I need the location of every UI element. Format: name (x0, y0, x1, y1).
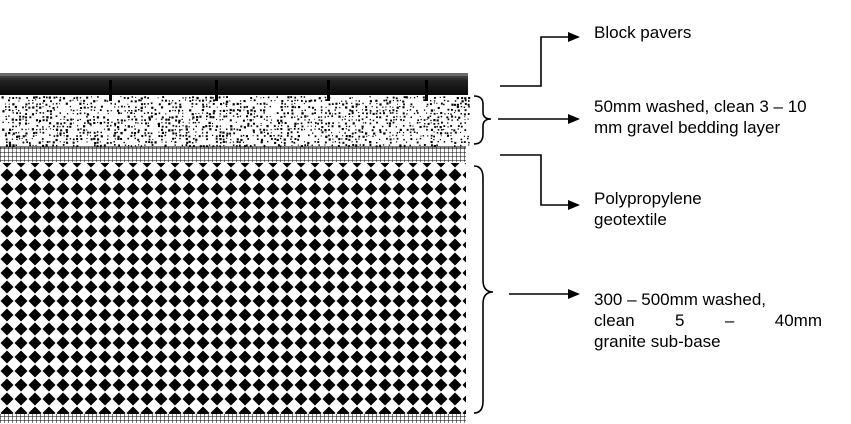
label-geotextile-line1: Polypropylene (594, 189, 702, 208)
label-geotextile: Polypropylene geotextile (594, 188, 702, 230)
label-block-pavers: Block pavers (594, 22, 691, 43)
label-geotextile-line2: geotextile (594, 210, 667, 229)
subbase-leader-arrow (509, 289, 580, 299)
bedding-brace (473, 95, 492, 145)
bottom-geotextile-band (0, 414, 466, 423)
block-pavers-layer (0, 73, 468, 101)
label-subbase-line2: clean 5 – 40mm (594, 310, 822, 331)
label-subbase-line3: granite sub-base (594, 332, 721, 351)
bedding-leader-arrow (498, 114, 580, 124)
label-bedding-line1: 50mm washed, clean 3 – 10 (594, 97, 807, 116)
paver-joint (215, 80, 218, 101)
label-subbase-line1: 300 – 500mm washed, (594, 290, 766, 309)
label-gravel-bedding: 50mm washed, clean 3 – 10 mm gravel bedd… (594, 96, 807, 138)
geotextile-leader-arrow (500, 154, 580, 210)
paver-joint (327, 80, 330, 101)
label-subbase-word: 5 (675, 311, 685, 330)
paver-joint (109, 80, 112, 101)
pavers-leader-arrow (500, 32, 580, 87)
label-subbase-word: – (724, 311, 735, 330)
geotextile-layer (0, 147, 466, 162)
label-subbase-word: clean (594, 311, 635, 330)
granite-subbase-layer (0, 163, 466, 414)
label-bedding-line2: mm gravel bedding layer (594, 118, 781, 137)
label-subbase-word: 40mm (774, 311, 822, 330)
gravel-bedding-layer (1, 96, 471, 148)
subbase-brace (473, 165, 494, 414)
paver-joint (425, 80, 428, 101)
label-block-pavers-text: Block pavers (594, 23, 692, 42)
label-granite-subbase: 300 – 500mm washed, clean 5 – 40mm grani… (594, 289, 822, 352)
